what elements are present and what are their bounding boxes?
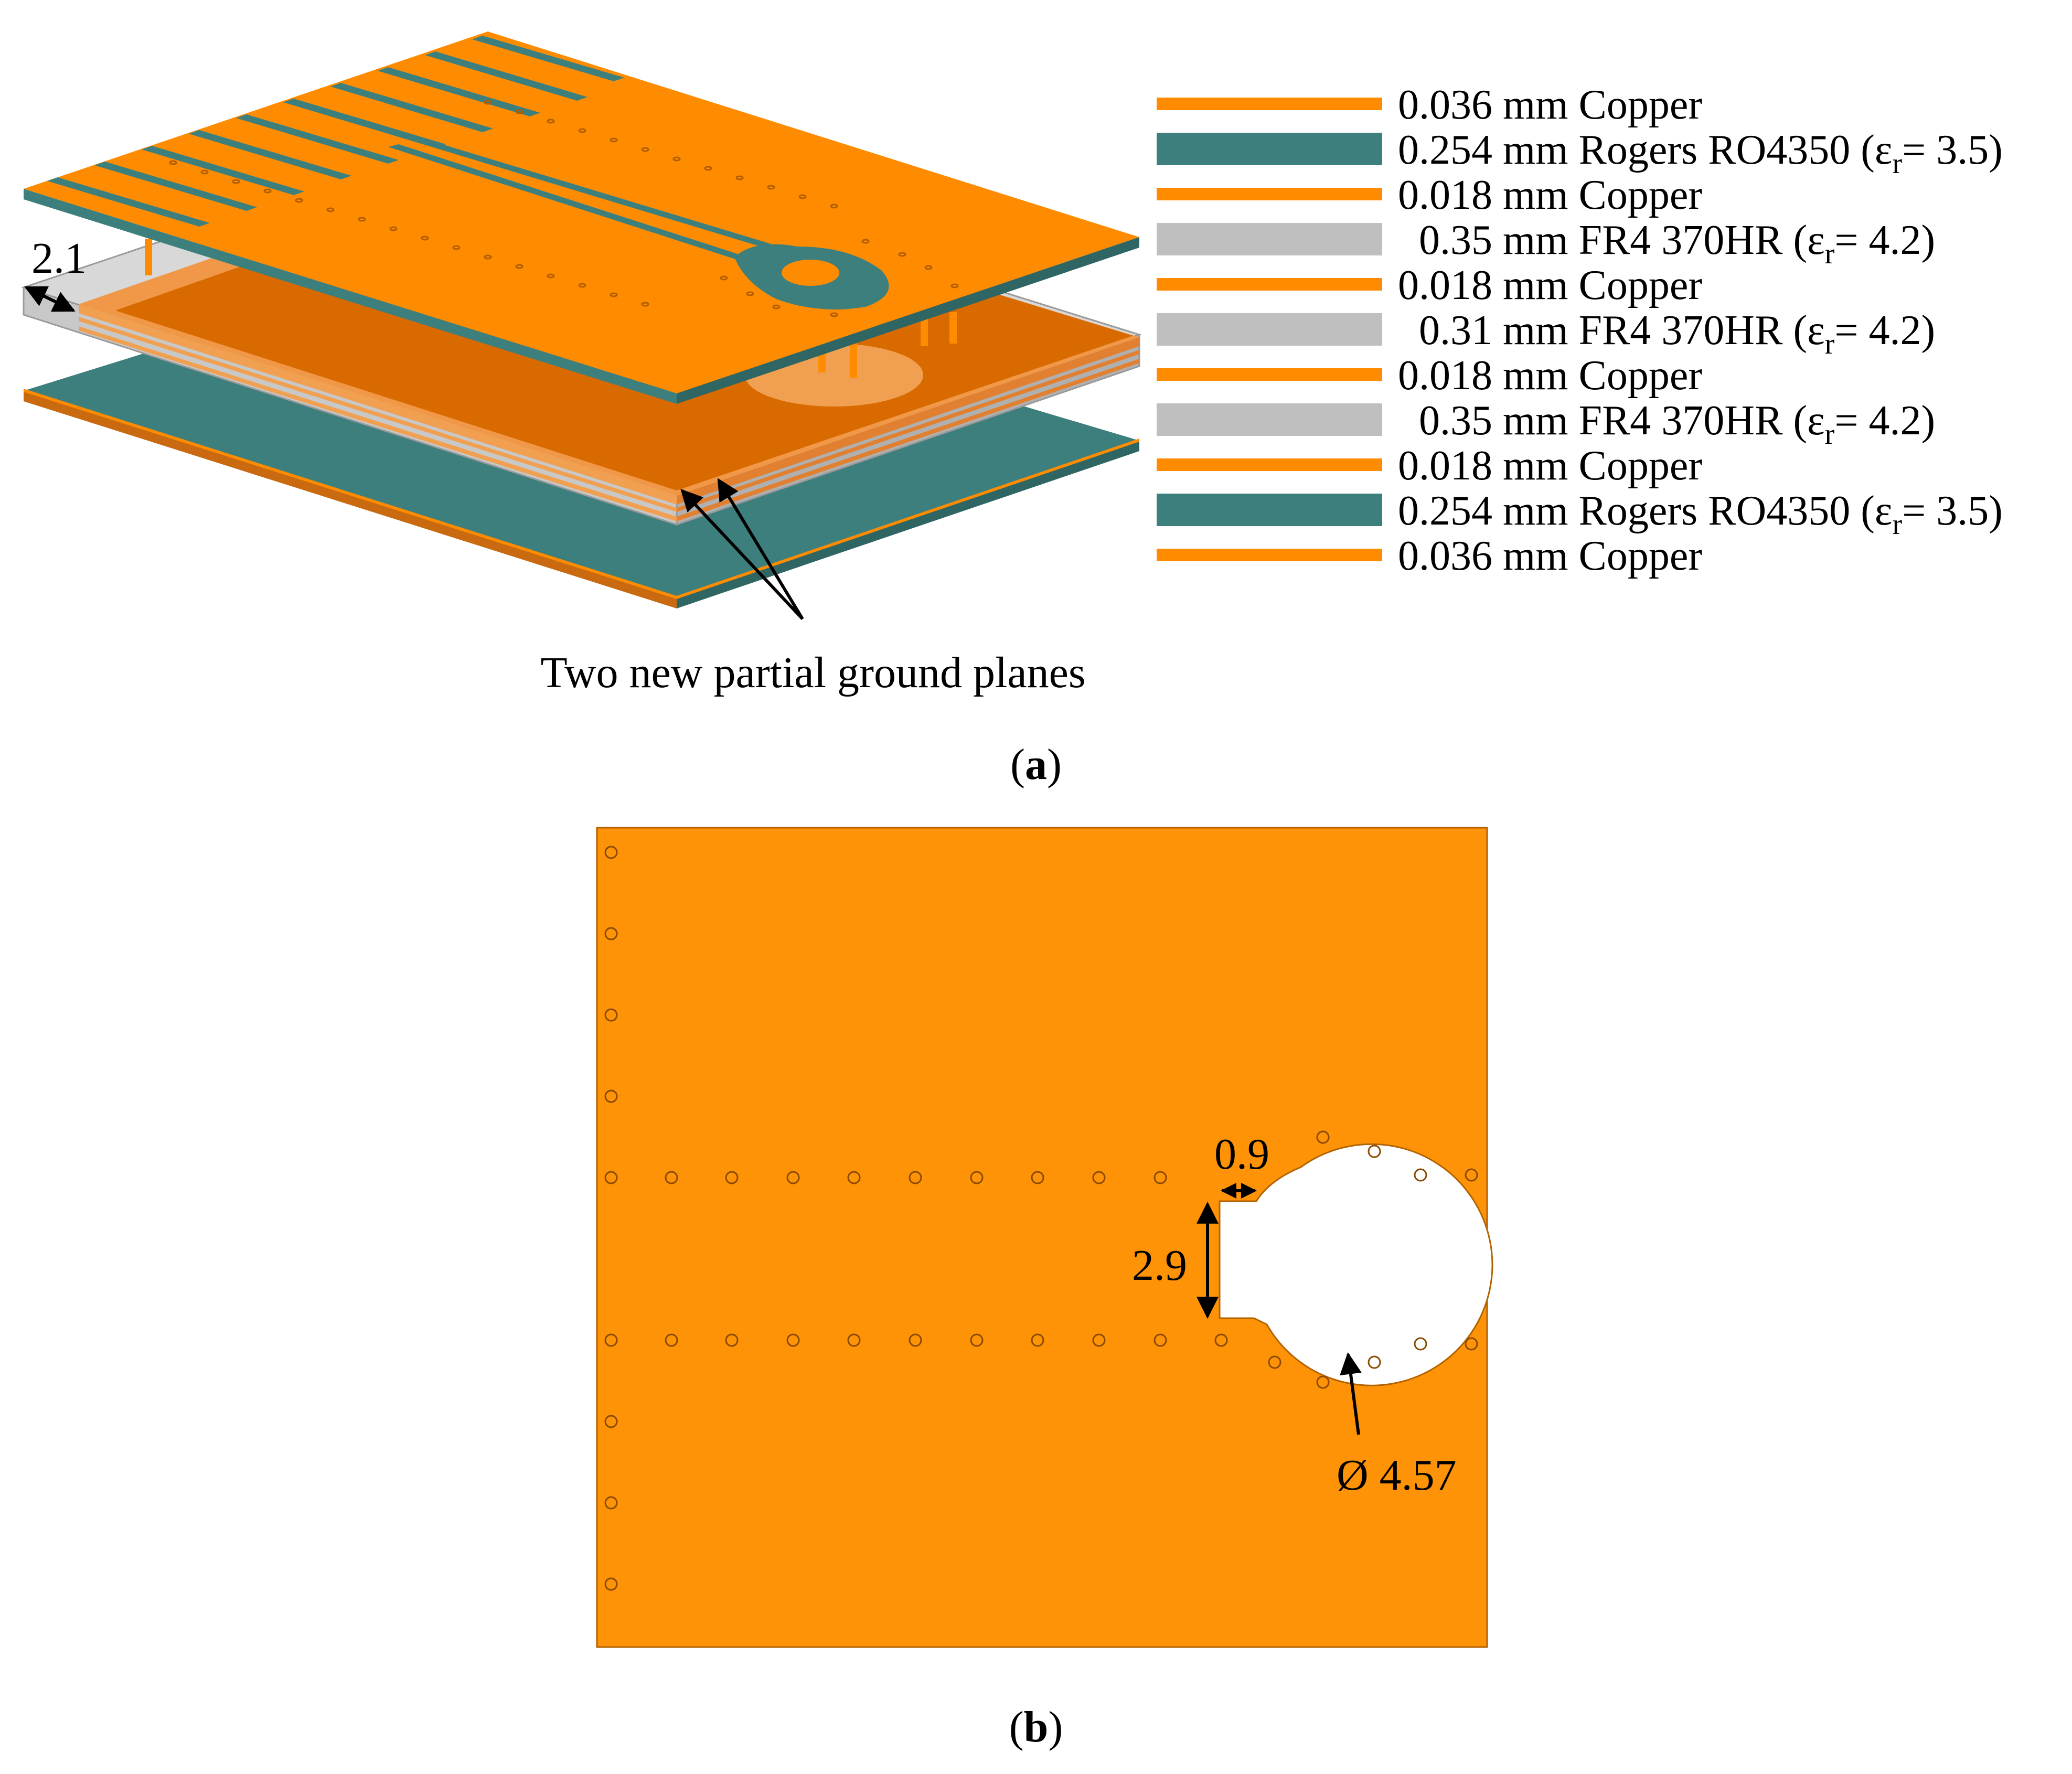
legend-swatch-fr4 bbox=[1157, 313, 1382, 346]
feed-cutout bbox=[1219, 1143, 1493, 1386]
notch-height-dimension: 2.9 bbox=[1132, 1201, 1219, 1319]
legend-label: 0.018 mm Copper bbox=[1398, 172, 1702, 218]
ground-plane-vias bbox=[604, 846, 1478, 1591]
legend-label: 0.35 mm FR4 370HR (εr= 4.2) bbox=[1419, 398, 1935, 451]
top-board-vias bbox=[169, 100, 959, 317]
panel-a-label: (a) bbox=[1010, 740, 1062, 789]
legend-swatch-copper bbox=[1157, 549, 1382, 561]
legend-label: 0.254 mm Rogers RO4350 (εr= 3.5) bbox=[1398, 127, 2003, 180]
thickness-label: 2.1 bbox=[31, 234, 87, 283]
notch-height-label: 2.9 bbox=[1132, 1241, 1187, 1290]
legend-swatch-copper bbox=[1157, 368, 1382, 381]
legend-label: 0.018 mm Copper bbox=[1398, 352, 1702, 399]
panel-b-ground-plane-top-view: 0.9 2.9 Ø 4.57 (b) bbox=[596, 827, 1493, 1751]
legend-swatch-copper bbox=[1157, 458, 1382, 471]
legend-swatch-copper bbox=[1157, 98, 1382, 110]
top-rogers-board bbox=[24, 31, 1139, 404]
diameter-dimension: Ø 4.57 bbox=[1337, 1352, 1457, 1500]
ground-plane-callout: Two new partial ground planes bbox=[540, 478, 1086, 697]
legend-label: 0.31 mm FR4 370HR (εr= 4.2) bbox=[1419, 307, 1935, 360]
notch-width-dimension: 0.9 bbox=[1214, 1130, 1269, 1199]
panel-b-label: (b) bbox=[1009, 1703, 1063, 1751]
notch-width-label: 0.9 bbox=[1214, 1130, 1269, 1179]
legend-label: 0.254 mm Rogers RO4350 (εr= 3.5) bbox=[1398, 488, 2003, 541]
legend-label: 0.036 mm Copper bbox=[1398, 533, 1702, 579]
legend-label: 0.036 mm Copper bbox=[1398, 82, 1702, 128]
thickness-dimension: 2.1 bbox=[24, 234, 87, 312]
finger-slots bbox=[47, 36, 624, 227]
legend-swatch-fr4 bbox=[1157, 403, 1382, 436]
legend-swatch-fr4 bbox=[1157, 223, 1382, 255]
panel-a-exploded-stack: 2.1 Two new partial ground planes 0.036 … bbox=[21, 31, 2003, 789]
diameter-label: Ø 4.57 bbox=[1337, 1451, 1457, 1500]
legend-swatch-rogers bbox=[1157, 494, 1382, 526]
legend-swatch-copper bbox=[1157, 188, 1382, 200]
legend-swatch-rogers bbox=[1157, 133, 1382, 165]
legend-label: 0.018 mm Copper bbox=[1398, 262, 1702, 308]
legend-swatch-copper bbox=[1157, 278, 1382, 291]
ground-planes-note: Two new partial ground planes bbox=[540, 648, 1085, 697]
legend-label: 0.018 mm Copper bbox=[1398, 443, 1702, 489]
legend-label: 0.35 mm FR4 370HR (εr= 4.2) bbox=[1419, 217, 1935, 270]
